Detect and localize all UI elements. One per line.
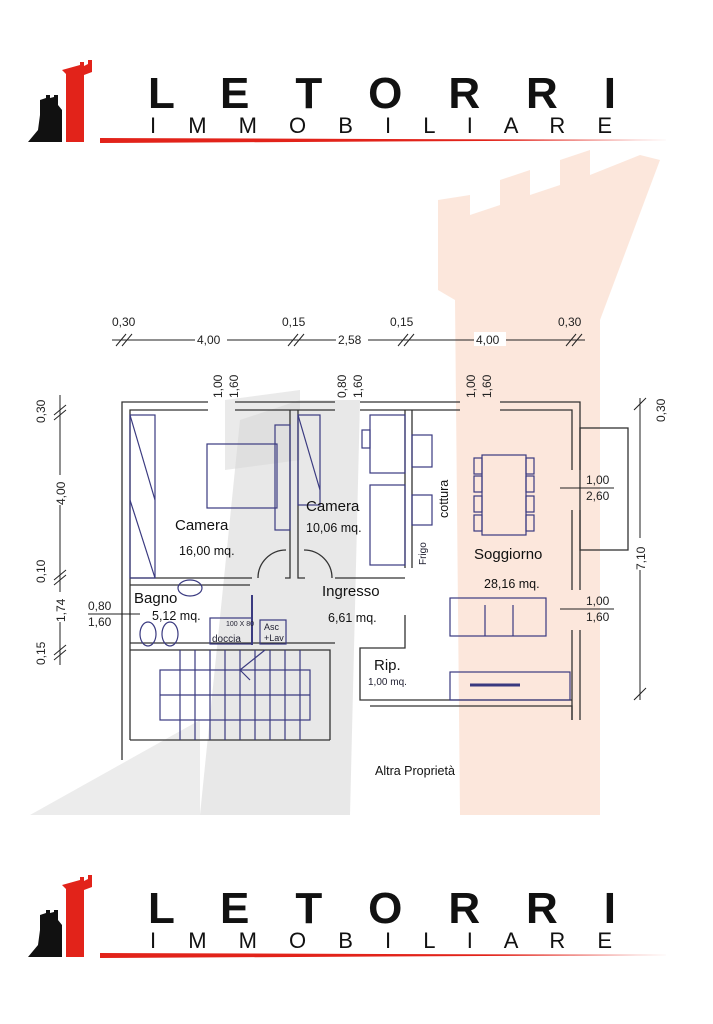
cottura-label: cottura — [437, 480, 451, 518]
room-name: Soggiorno — [474, 546, 542, 563]
window-label: 0,80 — [335, 374, 349, 398]
dim-label: 0,10 — [34, 559, 48, 583]
room-area: 1,00 mq. — [368, 677, 407, 688]
left-dimension: 0,30 4,00 0,10 1,74 0,15 — [34, 395, 68, 665]
window-label: 1,60 — [227, 374, 241, 398]
watermark-tower — [30, 150, 660, 815]
window-label: 1,60 — [351, 374, 365, 398]
logo-bottom: L E T O R R I I M M O B I L I A R E — [28, 875, 670, 958]
shower-size-label: 100 X 80 — [226, 621, 254, 628]
dim-label: 0,30 — [34, 399, 48, 423]
room-labels: Camera 16,00 mq. Camera 10,06 mq. Soggio… — [134, 480, 542, 778]
room-area: 5,12 mq. — [152, 609, 201, 623]
dim-label: 4,00 — [197, 333, 221, 347]
dim-label: 0,15 — [282, 315, 306, 329]
room-name: Rip. — [374, 657, 401, 674]
window-label: 1,60 — [586, 610, 610, 624]
window-label: 1,60 — [480, 374, 494, 398]
room-name: Camera — [175, 517, 229, 534]
room-name: Ingresso — [322, 583, 380, 600]
dim-label: 4,00 — [476, 333, 500, 347]
window-label: 1,00 — [464, 374, 478, 398]
dim-label: 0,30 — [558, 315, 582, 329]
window-label: 0,80 — [88, 599, 112, 613]
room-area: 28,16 mq. — [484, 577, 540, 591]
window-label: 1,60 — [88, 615, 112, 629]
frigo-label: Frigo — [418, 542, 429, 565]
top-dimension: 0,30 4,00 0,15 2,58 0,15 4,00 0,30 — [112, 315, 585, 347]
window-label: 1,00 — [586, 473, 610, 487]
furniture — [129, 414, 571, 740]
tower-logo-icon — [28, 875, 92, 957]
room-area: 16,00 mq. — [179, 544, 235, 558]
window-dimensions: 1,00 1,60 0,80 1,60 1,00 1,60 1,00 2,60 … — [88, 374, 614, 629]
dim-label: 2,58 — [338, 333, 362, 347]
window-label: 2,60 — [586, 489, 610, 503]
other-property-label: Altra Proprietà — [375, 764, 455, 778]
dim-label: 7,10 — [634, 546, 648, 570]
asc-label: Asc — [264, 622, 280, 632]
doccia-label: doccia — [212, 634, 241, 645]
logo-title: L E T O R R I — [148, 69, 616, 118]
room-name: Camera — [306, 498, 360, 515]
room-area: 6,61 mq. — [328, 611, 377, 625]
window-label: 1,00 — [211, 374, 225, 398]
room-area: 10,06 mq. — [306, 521, 362, 535]
dim-label: 0,15 — [34, 641, 48, 665]
logo-title: L E T O R R I — [148, 884, 616, 933]
dim-label: 4,00 — [54, 481, 68, 505]
right-dimension: 0,30 7,10 — [633, 397, 668, 701]
dim-label: 0,15 — [390, 315, 414, 329]
logo-top: L E T O R R I I M M O B I L I A R E — [28, 60, 670, 143]
tower-logo-icon — [28, 60, 92, 142]
window-label: 1,00 — [586, 594, 610, 608]
dim-label: 1,74 — [54, 598, 68, 622]
lav-label: +Lav — [264, 633, 284, 643]
dim-label: 0,30 — [654, 398, 668, 422]
dim-label: 0,30 — [112, 315, 136, 329]
room-name: Bagno — [134, 590, 177, 607]
